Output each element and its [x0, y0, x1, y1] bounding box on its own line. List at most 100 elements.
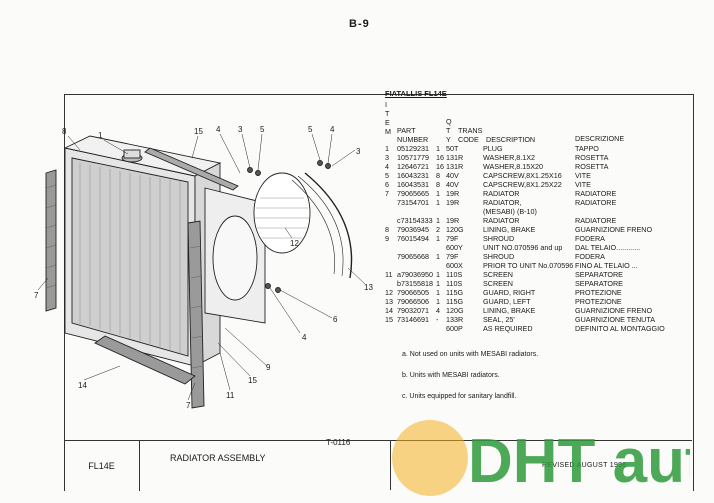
row-descrizione: FODERA [575, 251, 605, 261]
row-description: GUARD, LEFT [483, 296, 531, 306]
row-trans-code: 50T [446, 143, 459, 153]
row-descrizione: DEFINITO AL MONTAGGIO [575, 323, 665, 333]
row-part-number: 73154701 [397, 197, 429, 207]
callout-15-top: 15 [194, 127, 203, 136]
row-qty: 1 [436, 278, 440, 288]
parts-list-header: I T E M PART NUMBER Q T Y TRANS CODE DES… [385, 100, 685, 145]
header-description: DESCRIPTION [486, 134, 536, 144]
row-description: RADIATOR [483, 215, 520, 225]
row-qty: 8 [436, 179, 440, 189]
row-trans-code: 19R [446, 215, 460, 225]
row-qty: 1 [436, 296, 440, 306]
row-description: (MESABI) (B-10) [483, 206, 537, 216]
callout-4-bottom: 4 [302, 333, 307, 342]
row-part-number: 10571779 [397, 152, 429, 162]
row-part-number: 79065668 [397, 251, 429, 261]
row-qty: 4 [436, 305, 440, 315]
row-trans-code: 120G [446, 305, 464, 315]
note-a: a. Not used on units with MESABI radiato… [402, 351, 539, 358]
row-item: 11 [385, 269, 393, 279]
row-item: 13 [385, 296, 393, 306]
row-part-number: 79065665 [397, 188, 429, 198]
row-item: 4 [385, 161, 389, 171]
row-trans-code: 131R [446, 161, 464, 171]
header-qty: Q T Y [446, 116, 452, 144]
row-part-number: 12646721 [397, 161, 429, 171]
row-part-number: c73154333 [397, 215, 433, 225]
row-part-number: b73155818 [397, 278, 433, 288]
row-trans-code: 600X [446, 260, 463, 270]
row-description: GUARD, RIGHT [483, 287, 536, 297]
row-item: 7 [385, 188, 389, 198]
row-trans-code: 600P [446, 323, 463, 333]
row-item: 3 [385, 152, 389, 162]
row-item: 15 [385, 314, 393, 324]
row-trans-code: 79F [446, 233, 459, 243]
row-description: RADIATOR [483, 188, 520, 198]
row-descrizione: ROSETTA [575, 152, 609, 162]
row-trans-code: 600Y [446, 242, 463, 252]
row-qty: 2 [436, 224, 440, 234]
row-part-number: a79036950 [397, 269, 433, 279]
notes: a. Not used on units with MESABI radiato… [402, 349, 538, 412]
radiator-exploded-view: 1 8 15 4 3 5 5 4 3 12 13 6 4 7 7 11 15 9… [34, 125, 373, 410]
row-trans-code: 115G [446, 296, 464, 306]
drawing-title: RADIATOR ASSEMBLY [170, 453, 266, 463]
row-descrizione: RADIATORE [575, 197, 617, 207]
title-block: FL14E RADIATOR ASSEMBLY REVISED AUGUST 1… [64, 440, 692, 491]
row-description: AS REQUIRED [483, 323, 533, 333]
row-descrizione: FINO AL TELAIO ... [575, 260, 638, 270]
row-part-number: 79036945 [397, 224, 429, 234]
callout-3-right: 3 [356, 147, 361, 156]
row-descrizione: RADIATORE [575, 215, 617, 225]
watermark-logo: DHT auto [392, 420, 690, 496]
callout-6: 6 [333, 315, 338, 324]
row-description: UNIT NO.070596 and up [483, 242, 563, 252]
row-descrizione: VITE [575, 170, 591, 180]
callout-3-top: 3 [238, 125, 243, 134]
row-trans-code: 131R [446, 152, 464, 162]
row-qty: 1 [436, 197, 440, 207]
callout-14: 14 [78, 381, 87, 390]
row-qty: 1 [436, 251, 440, 261]
callout-7: 8 [62, 127, 67, 136]
row-description: SHROUD [483, 251, 515, 261]
row-trans-code: 19R [446, 188, 460, 198]
callout-11: 11 [226, 391, 235, 400]
row-description: PRIOR TO UNIT No.070596 [483, 260, 574, 270]
watermark-text: DHT auto [468, 427, 690, 496]
row-part-number: 16043531 [397, 179, 429, 189]
row-descrizione: FODERA [575, 233, 605, 243]
callout-12: 12 [290, 239, 299, 248]
row-trans-code: 79F [446, 251, 459, 261]
callout-9: 9 [266, 363, 271, 372]
row-part-number: 79066505 [397, 287, 429, 297]
callout-1: 1 [98, 131, 103, 140]
row-trans-code: 133R [446, 314, 464, 324]
note-c: c. Units equipped for sanitary landfill. [402, 393, 517, 400]
row-qty: 1 [436, 233, 440, 243]
callout-8-bottom: 7 [186, 401, 191, 410]
row-description: SEAL, 25' [483, 314, 515, 324]
row-descrizione: VITE [575, 179, 591, 189]
row-description: LINING, BRAKE [483, 305, 536, 315]
parts-row: 600P AS REQUIRED DEFINITO AL MONTAGGIO [385, 323, 685, 334]
header-trans-code: TRANS CODE [458, 125, 483, 144]
row-qty: - [436, 314, 439, 324]
callout-5-right: 5 [308, 125, 313, 134]
row-item: 9 [385, 233, 389, 243]
row-descrizione: RADIATORE [575, 188, 617, 198]
